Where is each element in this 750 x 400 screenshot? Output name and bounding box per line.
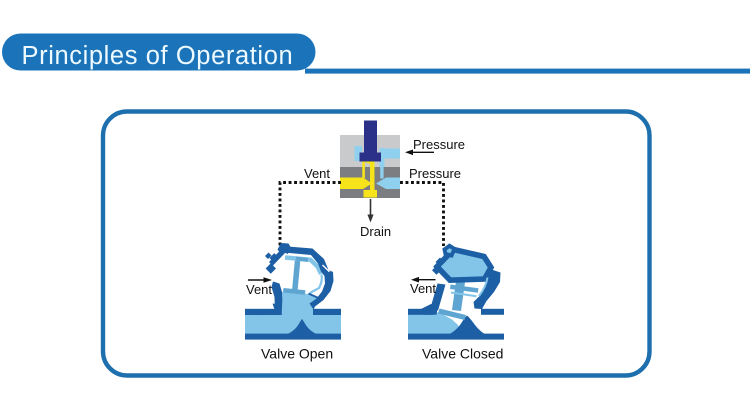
svg-text:Vent: Vent (410, 281, 436, 296)
svg-text:Valve Open: Valve Open (261, 346, 333, 362)
svg-text:Vent: Vent (304, 166, 330, 181)
svg-text:Pressure: Pressure (413, 137, 465, 152)
svg-text:Drain: Drain (360, 224, 391, 239)
svg-text:Vent: Vent (246, 282, 272, 297)
svg-text:Valve Closed: Valve Closed (422, 346, 503, 362)
svg-text:Pressure: Pressure (409, 166, 461, 181)
svg-text:Principles of Operation: Principles of Operation (22, 42, 294, 70)
